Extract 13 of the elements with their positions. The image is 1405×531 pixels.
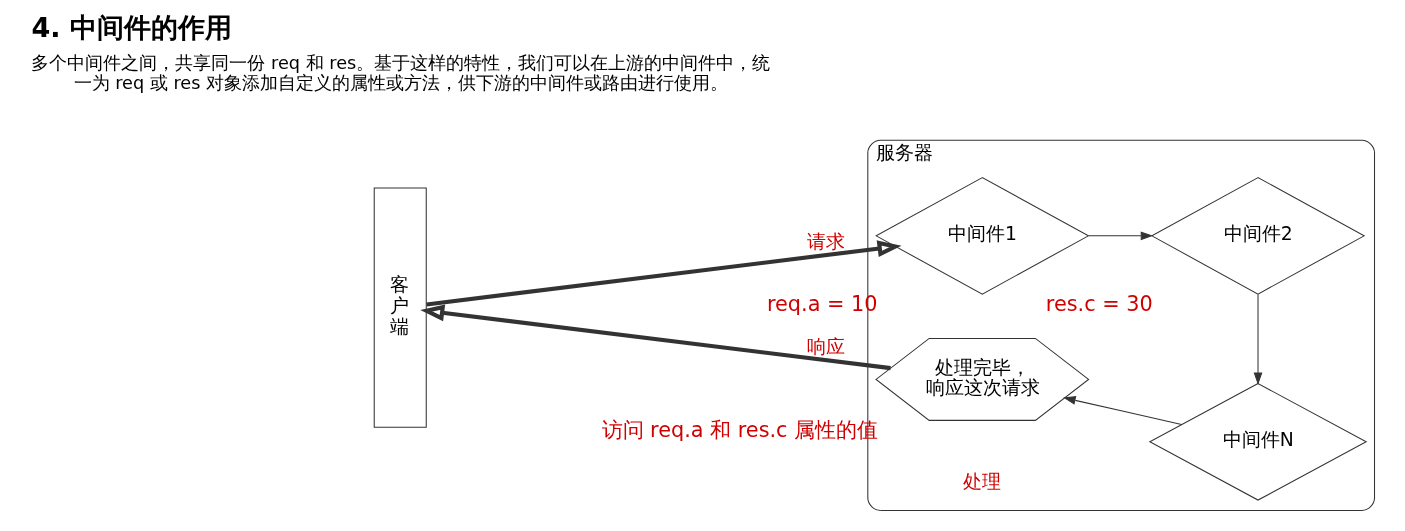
edge-label: 请求 xyxy=(806,230,845,252)
arrow xyxy=(1062,396,1182,426)
node-diamond: 中间件2 xyxy=(1150,177,1365,295)
arrow xyxy=(425,240,902,307)
arrow xyxy=(419,304,891,371)
edge-label: 响应 xyxy=(806,335,845,357)
label: 多个中间件之间，共享同一份 req 和 res。基于这样的特性，我们可以在上游的中间件中，统一为 req 或 res 对象添加自定义的属性或方法，供下游的中间件或路由进行使用。 xyxy=(30,53,770,93)
node-box: 客户端 xyxy=(373,187,427,428)
diagram-title: 4. 中间件的作用 xyxy=(30,11,232,43)
arrow xyxy=(1087,231,1153,241)
node-diamond: 中间件N xyxy=(1148,382,1367,501)
arrow xyxy=(1253,293,1262,386)
label: 处理 xyxy=(962,471,1001,492)
